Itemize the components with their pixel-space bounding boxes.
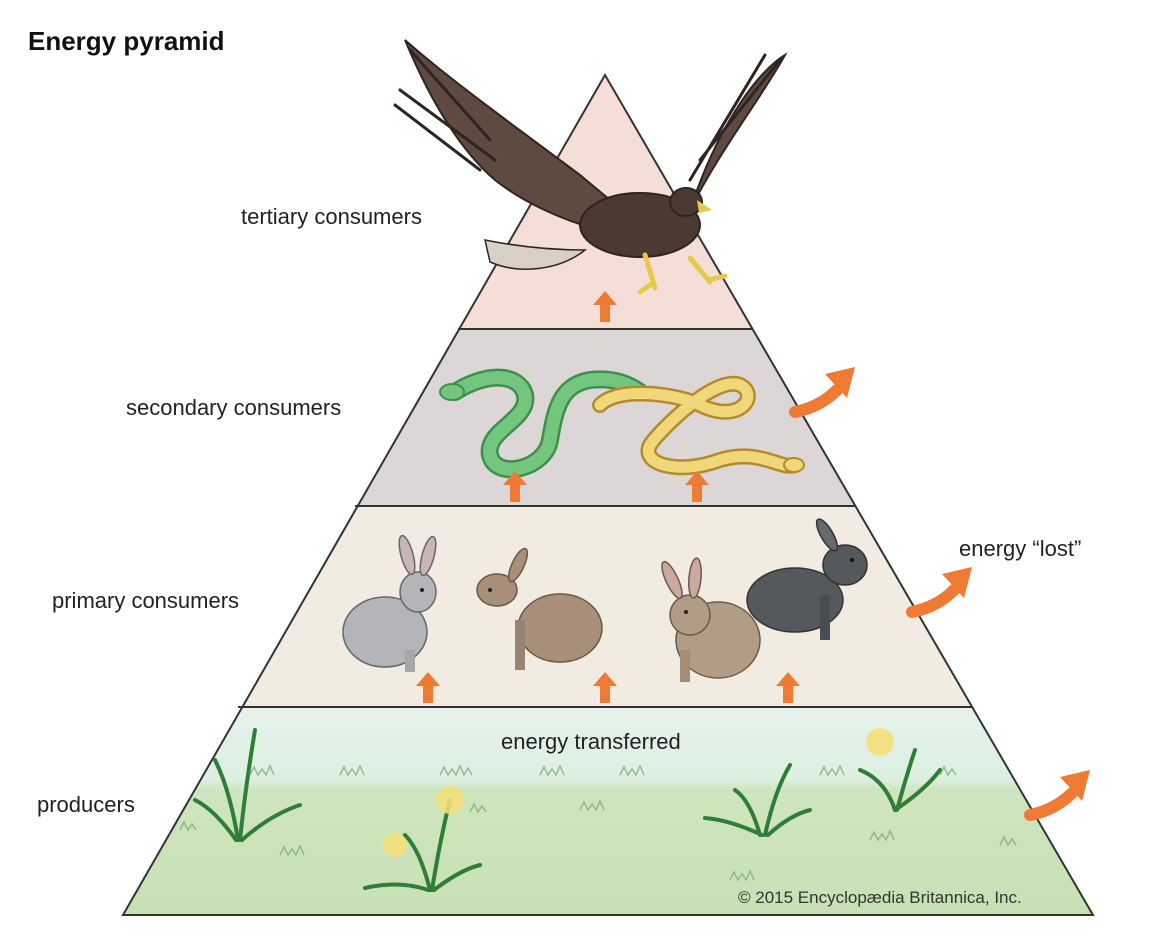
pyramid-outline <box>121 73 1095 916</box>
level-label-primary: primary consumers <box>52 588 240 613</box>
up-arrow-icon <box>776 672 800 703</box>
level-label-tertiary: tertiary consumers <box>241 204 422 229</box>
up-arrow-icon <box>416 672 440 703</box>
energy-lost-arrow-icon <box>789 367 855 418</box>
level-label-producers: producers <box>37 792 135 817</box>
grass-icon <box>193 728 942 892</box>
rabbit-icon <box>342 518 868 682</box>
diagram-title: Energy pyramid <box>28 26 225 56</box>
energy-transferred-label: energy transferred <box>501 729 681 754</box>
up-arrow-icon <box>593 291 617 322</box>
up-arrow-icon <box>503 471 527 502</box>
energy-lost-arrow-icon <box>906 567 972 618</box>
copyright-credit: © 2015 Encyclopædia Britannica, Inc. <box>738 888 1022 907</box>
snake-icon <box>439 368 649 479</box>
up-arrow-icon <box>685 471 709 502</box>
energy-lost-label: energy “lost” <box>959 536 1082 561</box>
energy-lost-arrows <box>789 367 1090 821</box>
energy-transfer-arrows <box>416 291 800 703</box>
dandelion-icon <box>383 728 894 857</box>
energy-lost-arrow-icon <box>1024 770 1090 821</box>
grass-icon <box>179 764 1017 882</box>
snake-icon <box>592 375 805 476</box>
up-arrow-icon <box>593 672 617 703</box>
level-label-secondary: secondary consumers <box>126 395 342 420</box>
talons <box>637 252 728 295</box>
eagle-icon <box>393 39 788 295</box>
